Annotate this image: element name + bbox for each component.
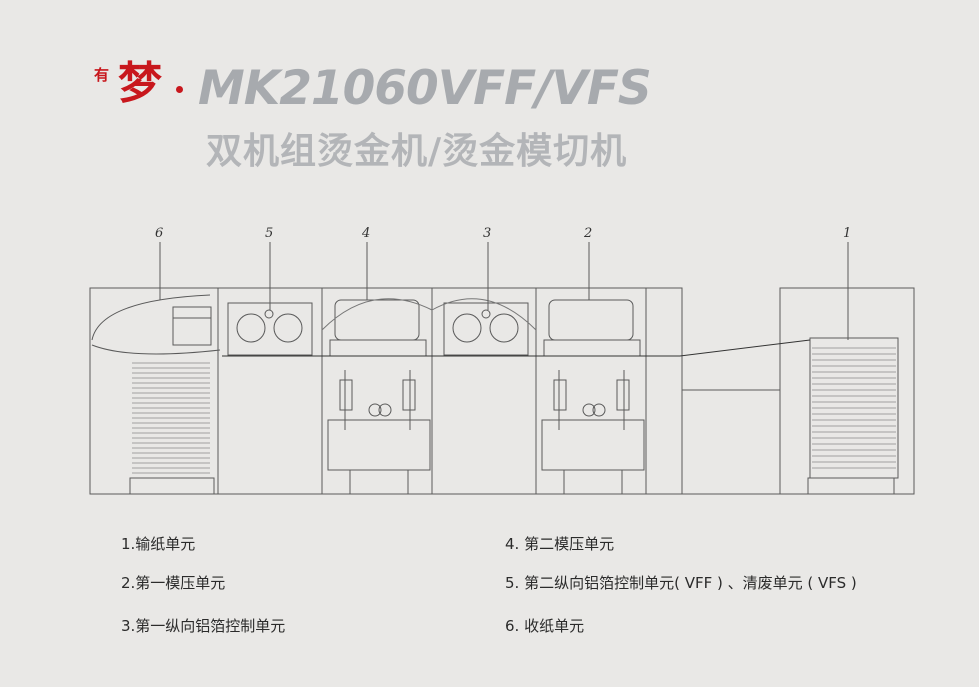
brand-you-char: 有 — [94, 66, 110, 84]
die-press-unit-2 — [535, 287, 647, 495]
callout-1: 1 — [843, 226, 851, 241]
callout-3: 3 — [483, 226, 491, 241]
brand-dot — [176, 86, 183, 93]
callout-5: 5 — [265, 226, 273, 241]
delivery-unit-6 — [89, 287, 221, 495]
feeder-unit-1 — [779, 287, 915, 495]
legend-item-3: 3.第一纵向铝箔控制单元 — [121, 617, 286, 635]
model-title: MK21060VFF/VFS — [198, 61, 652, 116]
foil-control-unit-5 — [217, 287, 323, 495]
callout-4: 4 — [361, 226, 370, 241]
legend-item-1: 1.输纸单元 — [121, 535, 196, 553]
legend-item-2: 2.第一模压单元 — [121, 574, 226, 592]
legend-item-6: 6. 收纸单元 — [505, 617, 585, 635]
callout-6: 6 — [155, 226, 163, 241]
legend-item-4: 4. 第二模压单元 — [505, 535, 615, 553]
product-subtitle: 双机组烫金机/烫金模切机 — [206, 131, 628, 172]
callout-2: 2 — [583, 226, 592, 241]
brand-meng-char: 梦 — [118, 58, 162, 109]
die-press-unit-4 — [321, 287, 433, 495]
foil-control-unit-3 — [431, 287, 537, 495]
legend-item-5: 5. 第二纵向铝箔控制单元( VFF ) 、清废单元 ( VFS ) — [505, 574, 857, 592]
